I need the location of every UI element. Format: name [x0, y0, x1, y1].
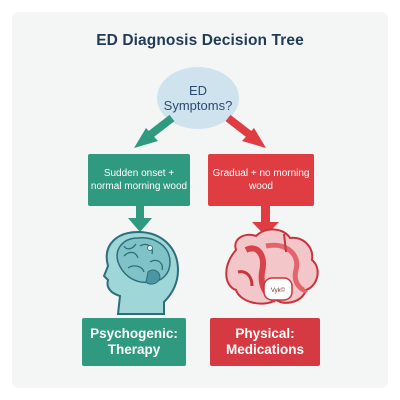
outcome-left-label: Psychogenic: Therapy [90, 326, 178, 357]
arrow-root-to-right [225, 114, 266, 148]
vascular-anatomy-icon: Vyk© [225, 228, 319, 305]
outcome-left-box: Psychogenic: Therapy [82, 318, 186, 366]
vessel-label: Vyk© [271, 287, 286, 294]
outcome-right-label: Physical: Medications [225, 326, 304, 357]
condition-left-box: Sudden onset + normal morning wood [88, 154, 190, 206]
condition-right-box: Gradual + no morning wood [208, 154, 314, 206]
condition-right-label: Gradual + no morning wood [212, 168, 310, 192]
diagram-title: ED Diagnosis Decision Tree [96, 32, 304, 49]
outcome-right-box: Physical: Medications [210, 318, 320, 366]
condition-left-label: Sudden onset + normal morning wood [90, 168, 188, 192]
arrow-root-to-left [134, 114, 175, 148]
root-question-label: ED Symptoms? [163, 83, 233, 113]
brain-icon [102, 230, 180, 315]
arrow-left-down [128, 206, 152, 232]
arrow-right-down [252, 206, 279, 236]
